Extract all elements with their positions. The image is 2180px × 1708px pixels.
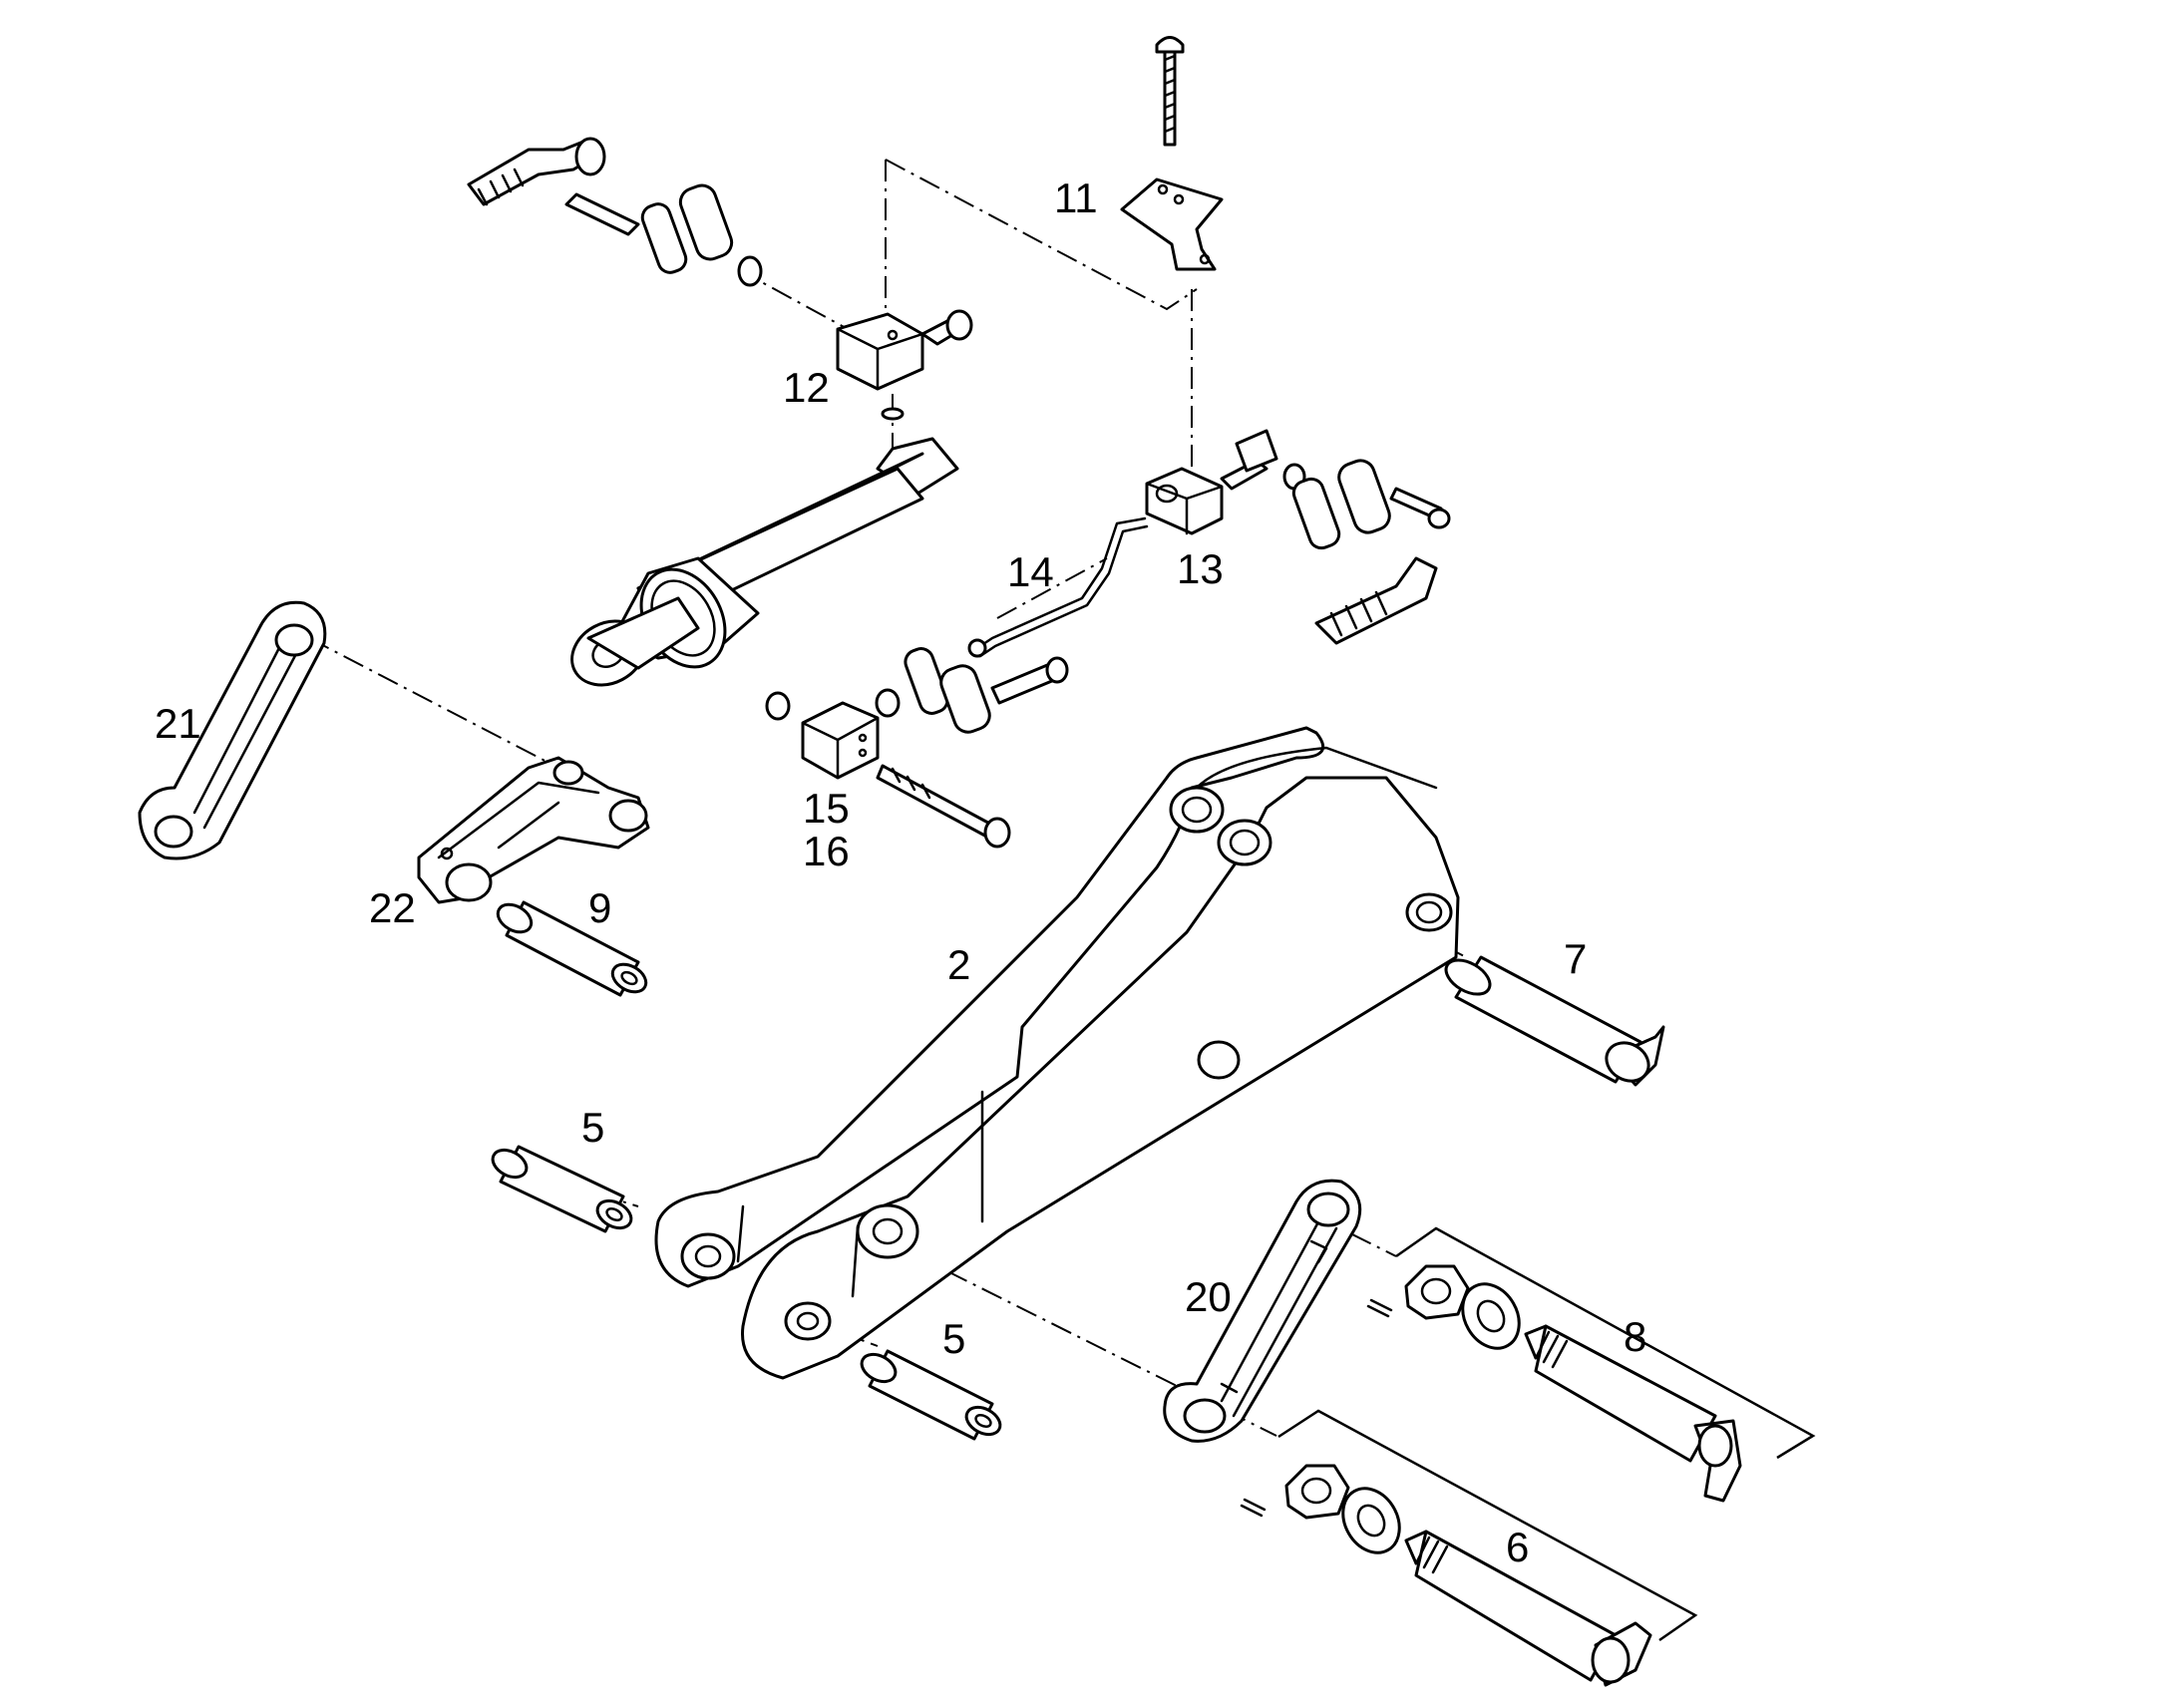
flange-clamp-right xyxy=(1291,459,1451,645)
assembly-brackets xyxy=(1277,1226,1816,1642)
mounting-plate-part-11 xyxy=(1120,36,1224,271)
pin-part-9 xyxy=(496,900,648,997)
callout-21: 21 xyxy=(155,700,201,747)
callout-5b: 5 xyxy=(942,1315,965,1362)
callout-8: 8 xyxy=(1624,1313,1646,1360)
pin-part-5-lower xyxy=(860,1349,1002,1441)
callout-22: 22 xyxy=(369,884,416,931)
block-part-15-16 xyxy=(801,701,1011,849)
link-arm-part-21 xyxy=(138,600,327,860)
callout-6: 6 xyxy=(1506,1524,1529,1570)
callout-9: 9 xyxy=(588,884,611,931)
valve-block-part-12 xyxy=(836,309,973,421)
boom-part-2 xyxy=(654,726,1460,1380)
pin-assembly-part-8 xyxy=(1366,1264,1742,1503)
pin-part-7 xyxy=(1444,955,1665,1087)
pin-part-5-upper xyxy=(491,1145,633,1233)
callout-20: 20 xyxy=(1185,1273,1232,1320)
callout-16: 16 xyxy=(803,828,850,874)
callout-14: 14 xyxy=(1007,548,1054,595)
hose-fitting-top xyxy=(467,137,606,206)
callout-15: 15 xyxy=(803,785,850,832)
flange-clamp-top xyxy=(564,183,763,287)
clamp-block-part-13 xyxy=(1145,429,1306,535)
callout-11: 11 xyxy=(1054,174,1098,221)
hydraulic-tube-part-14 xyxy=(967,516,1149,658)
linkage-part-22 xyxy=(417,756,650,904)
link-arm-part-20 xyxy=(1163,1179,1362,1443)
hydraulic-cylinder xyxy=(570,437,959,687)
callout-5a: 5 xyxy=(581,1104,604,1151)
callout-labels: 2 5 5 6 7 8 9 11 12 13 14 15 16 20 21 22 xyxy=(155,174,1646,1570)
callout-2: 2 xyxy=(947,941,970,988)
pin-assembly-part-6 xyxy=(1240,1464,1652,1687)
callout-13: 13 xyxy=(1177,545,1224,592)
flange-clamp-middle xyxy=(765,647,1069,734)
callout-12: 12 xyxy=(783,364,830,411)
callout-7: 7 xyxy=(1564,935,1587,982)
